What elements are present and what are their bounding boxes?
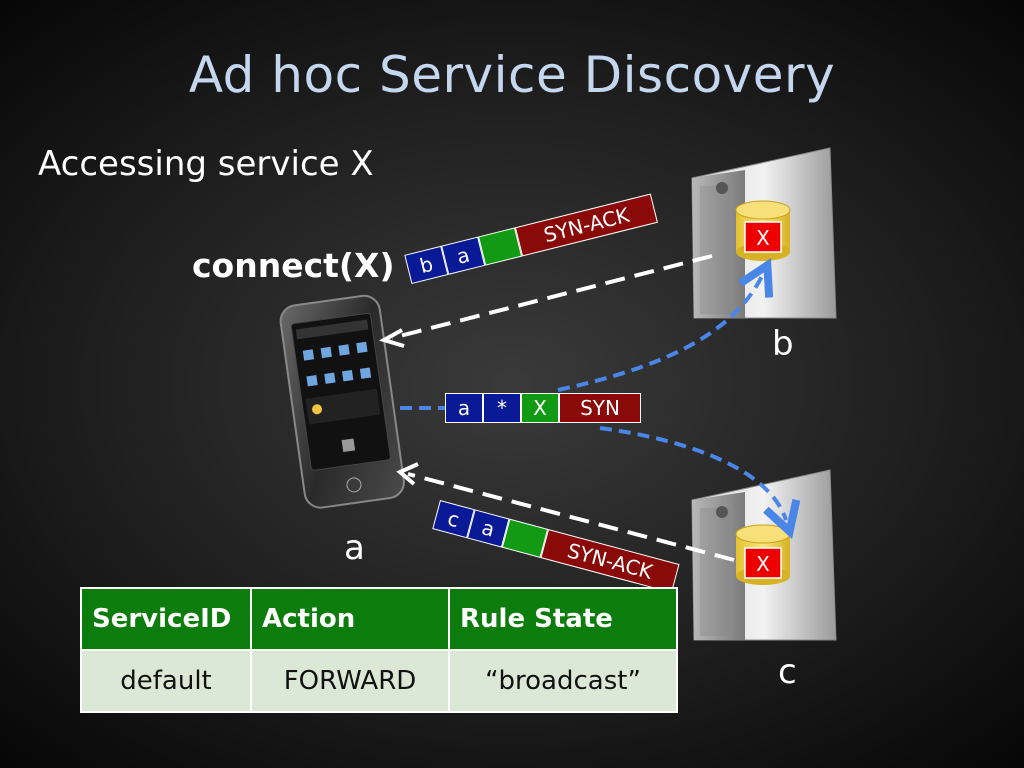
table-cell-serviceid: default	[80, 649, 252, 713]
syn-to-b-arrow	[557, 276, 762, 392]
service-x-label-c: X	[756, 552, 770, 576]
slide-title: Ad hoc Service Discovery	[188, 46, 836, 104]
syn-packet: a * X SYN	[445, 393, 641, 425]
arrowhead-icon	[378, 328, 405, 348]
table-header-serviceid: ServiceID	[80, 587, 252, 651]
packet-field-dst: *	[483, 393, 521, 423]
synack-from-c-arrow	[407, 472, 735, 562]
table-row: default FORWARD “broadcast”	[80, 649, 678, 713]
smartphone-icon	[279, 294, 405, 509]
node-label-b: b	[772, 324, 794, 364]
server-b: X	[691, 147, 837, 319]
syn-to-c-arrow	[599, 426, 786, 520]
rule-table: ServiceID Action Rule State default FORW…	[80, 587, 678, 713]
table-header-rule-state: Rule State	[448, 587, 678, 651]
arrowhead-icon	[396, 462, 419, 486]
packet-field-service: X	[521, 393, 559, 423]
node-label-a: a	[344, 528, 365, 568]
service-x-label-b: X	[756, 226, 770, 250]
slide-subtitle: Accessing service X	[38, 144, 374, 184]
server-vent-icon	[700, 186, 730, 314]
table-header-action: Action	[250, 587, 450, 651]
table-cell-action: FORWARD	[250, 649, 450, 713]
table-cell-rule-state: “broadcast”	[448, 649, 678, 713]
server-vent-icon	[700, 508, 730, 636]
table-header-row: ServiceID Action Rule State	[80, 587, 678, 651]
node-label-c: c	[778, 652, 797, 692]
packet-field-type: SYN	[559, 393, 641, 423]
packet-field-src: a	[445, 393, 483, 423]
connect-call-label: connect(X)	[192, 246, 395, 285]
synack-from-b-arrow	[391, 254, 713, 340]
server-c: X	[691, 469, 837, 641]
